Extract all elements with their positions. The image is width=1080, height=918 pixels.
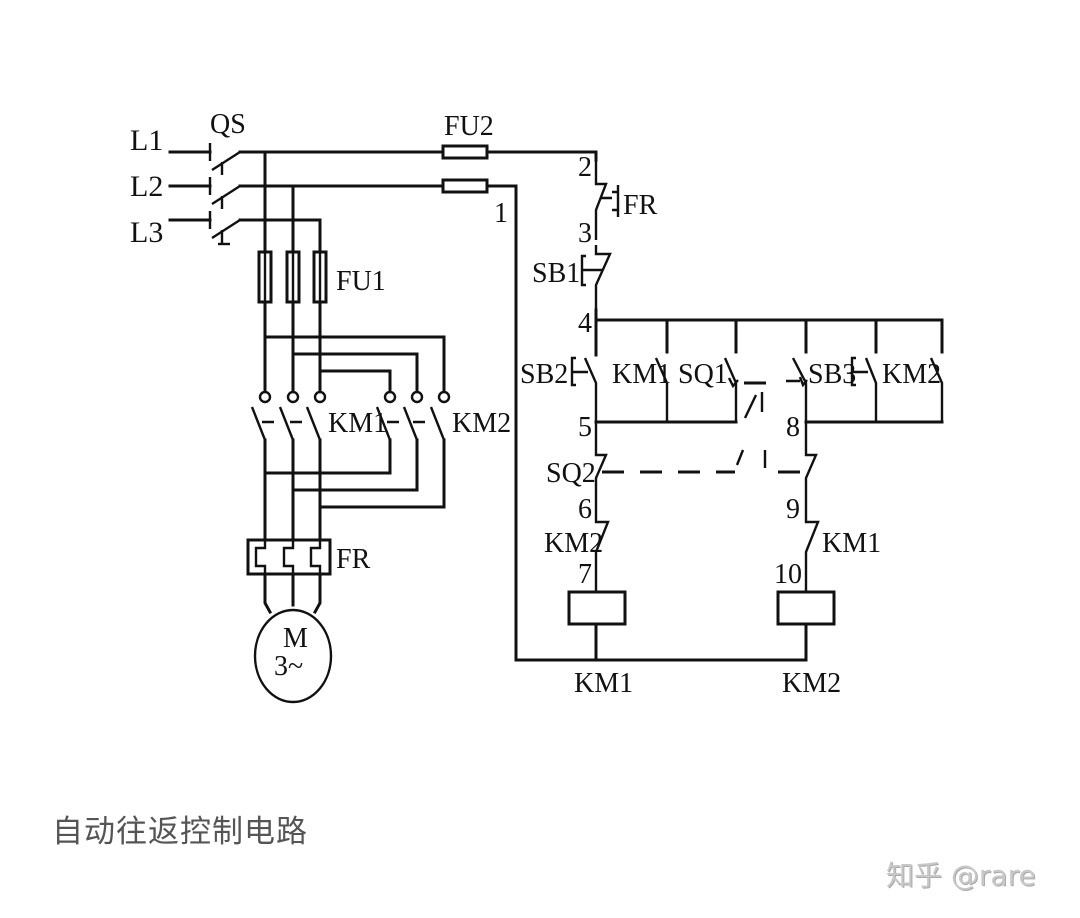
node-8-label: 8 [786, 412, 800, 443]
phase-l3-label: L3 [130, 216, 163, 249]
bus-l1 [238, 150, 598, 162]
motor-label: M [283, 623, 308, 654]
fr-contact-label: FR [623, 190, 658, 221]
phase-labels: L1 L2 L3 [130, 124, 163, 249]
sb2-label: SB2 [520, 359, 568, 390]
circuit-diagram: L1 L2 L3 QS FU2 1 FU1 KM1 [130, 109, 944, 704]
km2-interlock-contact [594, 510, 610, 592]
km1-hold-contact [654, 357, 669, 422]
coil-km2 [776, 590, 836, 626]
control-fuse-label: FU2 [444, 111, 494, 142]
sq2-limit-switch [594, 422, 818, 510]
overload-relay-label: FR [336, 544, 371, 575]
node-5-label: 5 [578, 412, 592, 443]
node-10-label: 10 [774, 559, 802, 590]
km2-hold-contact [929, 357, 944, 422]
km1-interlock-label: KM1 [822, 528, 881, 559]
diagram-caption: 自动往返控制电路 [52, 814, 308, 850]
coil-km2-label: KM2 [782, 668, 841, 699]
coil-km1 [567, 590, 627, 626]
contactor-km2-main [375, 390, 451, 441]
sb1-stop-button [580, 245, 612, 310]
main-fuse-label: FU1 [336, 266, 386, 297]
node-3-label: 3 [578, 218, 592, 249]
sb3-reverse-start [786, 356, 878, 422]
mechanical-linkage [735, 392, 767, 468]
node-6-label: 6 [578, 494, 592, 525]
km1-main-label: KM1 [328, 408, 387, 439]
watermark: 知乎 @rare [886, 859, 1036, 892]
km1-hold-label: KM1 [612, 359, 671, 390]
sb1-label: SB1 [532, 258, 580, 289]
isolator-label: QS [210, 109, 246, 140]
phase-l1-label: L1 [130, 124, 163, 157]
motor-phase-label: 3~ [274, 651, 303, 682]
overload-relay-fr [246, 538, 332, 576]
km2-main-label: KM2 [452, 408, 511, 439]
km1-interlock-contact [804, 510, 820, 592]
isolator-switch-qs [168, 143, 241, 246]
contactor-km1-main [250, 390, 327, 441]
node-4-label: 4 [578, 308, 592, 339]
node-7-label: 7 [578, 559, 592, 590]
fuse-fu2-b [441, 178, 489, 194]
motor [253, 608, 333, 704]
sb2-forward-start [570, 356, 598, 422]
sq1-label: SQ1 [678, 359, 728, 390]
sq2-label: SQ2 [546, 458, 596, 489]
node-1-label: 1 [494, 198, 508, 229]
node-9-label: 9 [786, 494, 800, 525]
km2-hold-label: KM2 [882, 359, 941, 390]
km2-interlock-label: KM2 [544, 528, 603, 559]
coil-km1-label: KM1 [574, 668, 633, 699]
bus-l2 [238, 184, 598, 662]
fr-nc-contact [594, 160, 620, 240]
sq1-limit-switch [723, 357, 780, 422]
fuse-fu1 [257, 250, 328, 304]
sb3-label: SB3 [808, 359, 856, 390]
fuse-fu2-a [441, 144, 489, 160]
node-2-label: 2 [578, 152, 592, 183]
phase-l2-label: L2 [130, 170, 163, 203]
